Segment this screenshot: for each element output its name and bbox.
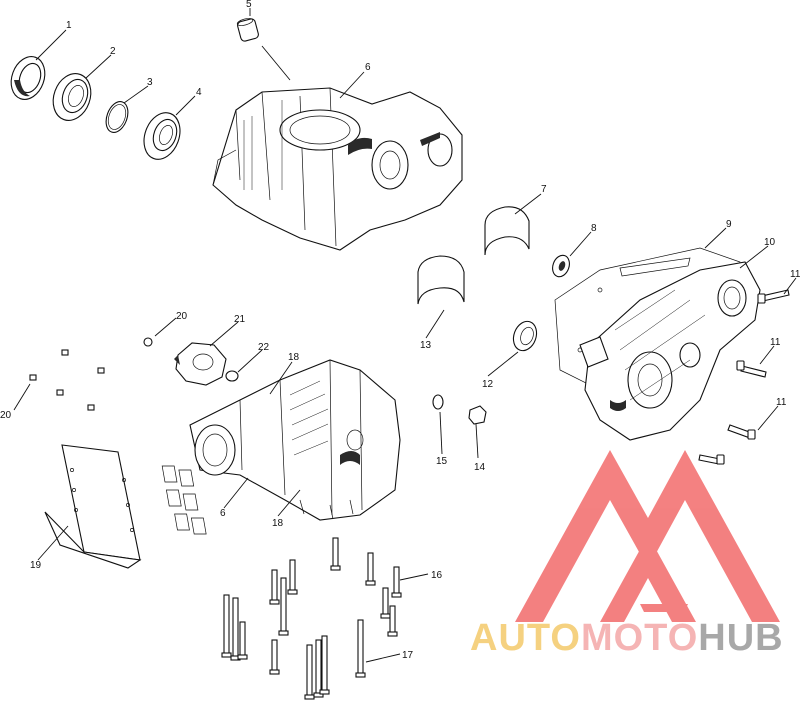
part-6-upper-crankcase [212, 87, 463, 251]
callout-8: 8 [591, 223, 597, 234]
callout-6-upper: 6 [365, 62, 371, 73]
part-19-baffle-plate [44, 444, 207, 569]
part-2-bearing [52, 73, 92, 121]
triangle-m-logo-icon [515, 450, 780, 622]
callout-5: 5 [246, 0, 252, 10]
callout-2: 2 [110, 46, 116, 57]
callout-3: 3 [147, 77, 153, 88]
part-10-crankcase-cover [579, 261, 761, 441]
part-15-o-ring [432, 394, 444, 410]
part-22-o-ring [225, 370, 239, 382]
part-4-bearing [143, 112, 181, 160]
watermark-moto: MOTO [581, 617, 698, 659]
callout-13: 13 [420, 340, 432, 351]
part-11-bolts [698, 289, 790, 465]
logo-inner-triangle [600, 535, 696, 622]
callout-17: 17 [402, 650, 414, 661]
callout-6-lower: 6 [220, 508, 226, 519]
part-17-long-bolts [221, 594, 366, 700]
callout-12: 12 [482, 379, 494, 390]
callout-22: 22 [258, 342, 270, 353]
callout-18-lower: 18 [272, 518, 284, 529]
part-1-oil-seal [10, 56, 46, 100]
callout-14: 14 [474, 462, 486, 473]
part-7-bearing-shell [484, 206, 530, 256]
callout-10: 10 [764, 237, 776, 248]
part-13-bearing-shell [417, 255, 465, 305]
part-8-washer [552, 254, 570, 278]
callout-20-left: 20 [0, 410, 12, 421]
watermark-auto: AUTO [470, 617, 581, 659]
callout-11-a: 11 [790, 269, 800, 280]
callout-11-c: 11 [776, 397, 787, 408]
svg-text:AUTOMOTOHUB: AUTOMOTOHUB [470, 617, 784, 659]
part-20-screws [29, 337, 153, 411]
part-6-lower-crankcase [189, 359, 401, 521]
callout-11-b: 11 [770, 337, 781, 348]
callout-21: 21 [234, 314, 246, 325]
callout-labels: 1 2 3 4 5 6 7 8 9 10 11 11 11 12 13 14 1… [0, 0, 800, 661]
callout-16: 16 [431, 570, 443, 581]
callout-4: 4 [196, 87, 202, 98]
part-21-cover [174, 342, 227, 386]
part-12-oil-seal [512, 320, 538, 352]
leader-lines [13, 8, 797, 663]
callout-9: 9 [726, 219, 732, 230]
callout-18-upper: 18 [288, 352, 300, 363]
automotohub-watermark: AUTOMOTOHUB [470, 450, 784, 659]
callout-15: 15 [436, 456, 448, 467]
callout-20-right: 20 [176, 311, 188, 322]
part-14-fitting [468, 405, 487, 425]
part-16-studs [269, 537, 402, 637]
watermark-hub: HUB [698, 617, 783, 659]
part-5-dowel [236, 18, 259, 42]
callout-7: 7 [541, 184, 547, 195]
callout-19: 19 [30, 560, 42, 571]
callout-1: 1 [66, 20, 72, 31]
part-3-o-ring [105, 101, 129, 133]
